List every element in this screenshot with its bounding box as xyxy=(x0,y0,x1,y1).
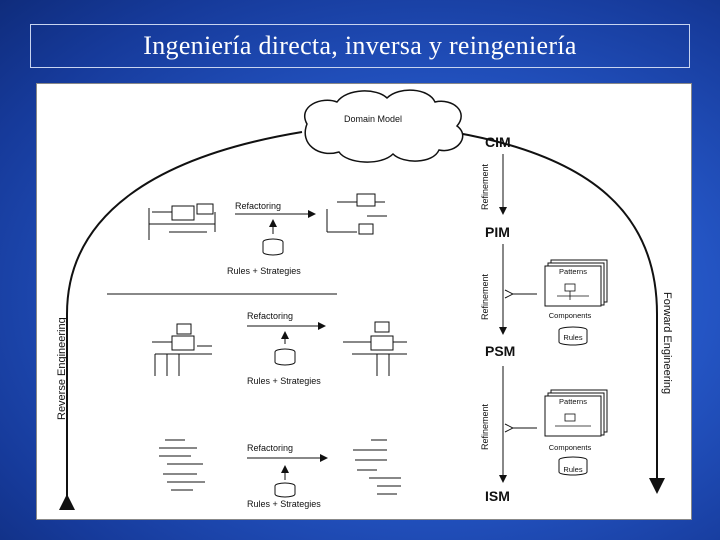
rules-label-2: Rules xyxy=(563,465,582,474)
components-label-2: Components xyxy=(549,443,592,452)
patterns-label-2: Patterns xyxy=(559,397,587,406)
rules-db-icon-1 xyxy=(262,238,284,256)
patterns-label-1: Patterns xyxy=(559,267,587,276)
mda-diagram: Domain Model CIM PIM PSM ISM Refinement … xyxy=(56,89,673,510)
code-listing-source-3 xyxy=(159,439,205,491)
domain-model-label: Domain Model xyxy=(344,114,402,124)
uml-diagram-source-1 xyxy=(148,203,216,240)
rules-db-2 xyxy=(558,456,588,476)
pattern-glyph-2 xyxy=(555,413,591,427)
refactoring-label-2: Refactoring xyxy=(247,311,293,321)
forward-arch xyxy=(451,131,665,494)
rules-label-1: Rules xyxy=(563,333,582,342)
uml-diagram-target-2 xyxy=(343,321,407,376)
level-ism: ISM xyxy=(485,488,510,504)
level-pim: PIM xyxy=(485,224,510,240)
refactoring-label-1: Refactoring xyxy=(235,201,281,211)
diagram-panel: Domain Model CIM PIM PSM ISM Refinement … xyxy=(36,83,692,520)
level-cim: CIM xyxy=(485,134,511,150)
rules-strategies-label-1: Rules + Strategies xyxy=(227,266,301,276)
artifact-stack-psm: Patterns Components Rules xyxy=(513,259,608,346)
reverse-engineering-label: Reverse Engineering xyxy=(56,317,68,420)
rules-db-icon-3 xyxy=(274,482,296,498)
forward-engineering-label: Forward Engineering xyxy=(661,292,673,394)
refinement-label-2: Refinement xyxy=(480,273,490,320)
uml-diagram-target-1 xyxy=(326,193,387,235)
pattern-glyph-1 xyxy=(557,283,589,300)
refinement-label-3: Refinement xyxy=(480,403,490,450)
level-psm: PSM xyxy=(485,343,515,359)
refactoring-row-pim: Refactoring Rules + Strategies xyxy=(148,193,387,276)
artifact-stack-ism: Patterns Components Rules xyxy=(513,389,608,476)
refinement-cim-pim: Refinement xyxy=(480,154,507,215)
components-label-1: Components xyxy=(549,311,592,320)
rules-db-1 xyxy=(558,326,588,346)
refinement-pim-psm: Refinement xyxy=(480,244,507,335)
refactoring-label-3: Refactoring xyxy=(247,443,293,453)
uml-diagram-source-2 xyxy=(152,323,212,376)
slide-title-box: Ingeniería directa, inversa y reingenier… xyxy=(30,24,690,68)
rules-strategies-label-2: Rules + Strategies xyxy=(247,376,321,386)
rules-db-icon-2 xyxy=(274,348,296,366)
lifecycle-arch xyxy=(59,131,303,510)
slide-title: Ingeniería directa, inversa y reingenier… xyxy=(143,31,577,60)
refactoring-row-psm: Refactoring Rules + Strategies xyxy=(152,311,407,386)
code-listing-target-3 xyxy=(353,439,401,495)
rules-strategies-label-3: Rules + Strategies xyxy=(247,499,321,509)
refactoring-row-ism: Refactoring Rules + Strategies xyxy=(159,439,401,509)
refinement-psm-ism: Refinement xyxy=(480,366,507,483)
domain-model-cloud: Domain Model xyxy=(304,89,464,163)
refinement-label-1: Refinement xyxy=(480,163,490,210)
